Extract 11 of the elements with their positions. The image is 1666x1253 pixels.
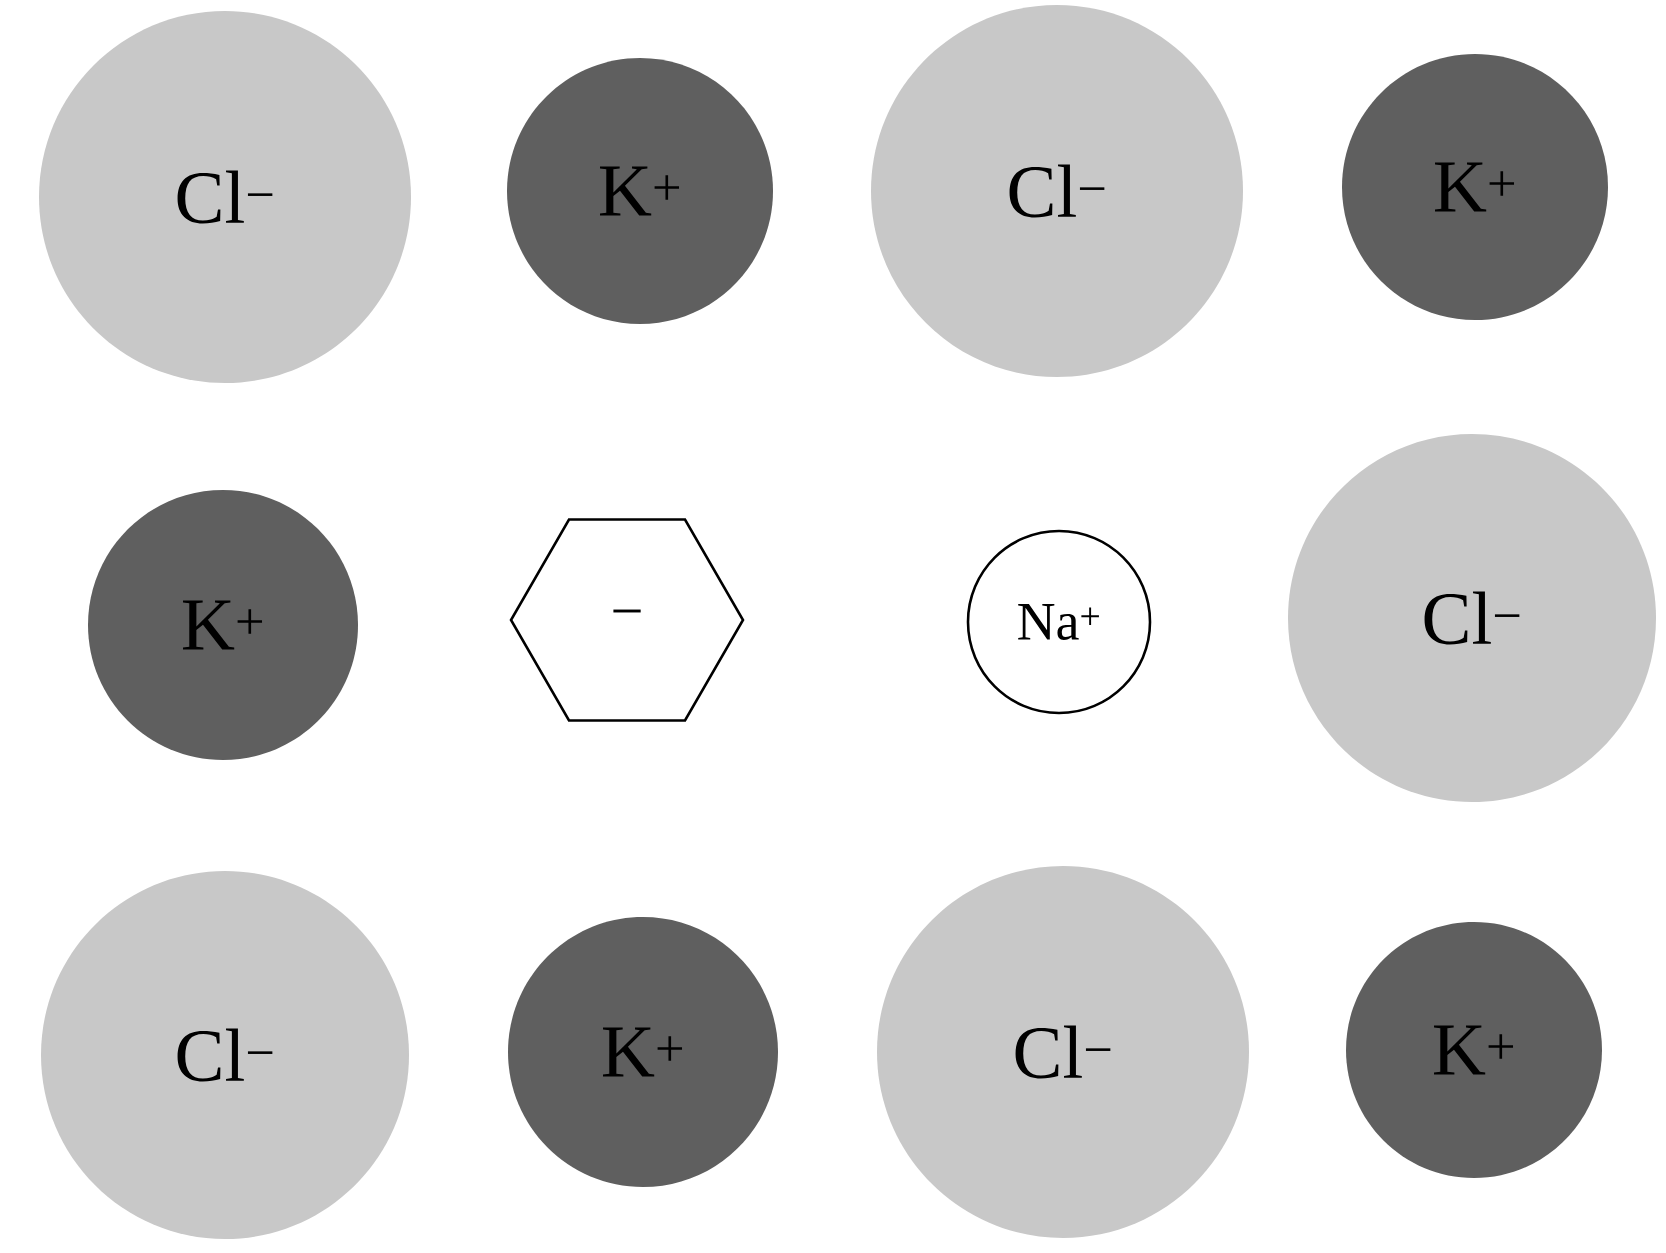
vacancy-hexagon: − xyxy=(509,518,745,722)
ion-sphere: Cl$^{−}$ xyxy=(41,871,409,1239)
ion-sphere: K$^{+}$ xyxy=(508,917,778,1187)
ion-sphere: Cl$^{−}$ xyxy=(877,866,1249,1238)
ion-sphere: Cl$^{−}$ xyxy=(39,11,411,383)
ion-sphere: K$^{+}$ xyxy=(88,490,358,760)
ion-sphere: K$^{+}$ xyxy=(1342,54,1608,320)
ion-sphere: Cl$^{−}$ xyxy=(871,5,1243,377)
ion-sphere: Cl$^{−}$ xyxy=(1288,434,1656,802)
ion-sphere: K$^{+}$ xyxy=(507,58,773,324)
ion-sphere: K$^{+}$ xyxy=(1346,922,1602,1178)
